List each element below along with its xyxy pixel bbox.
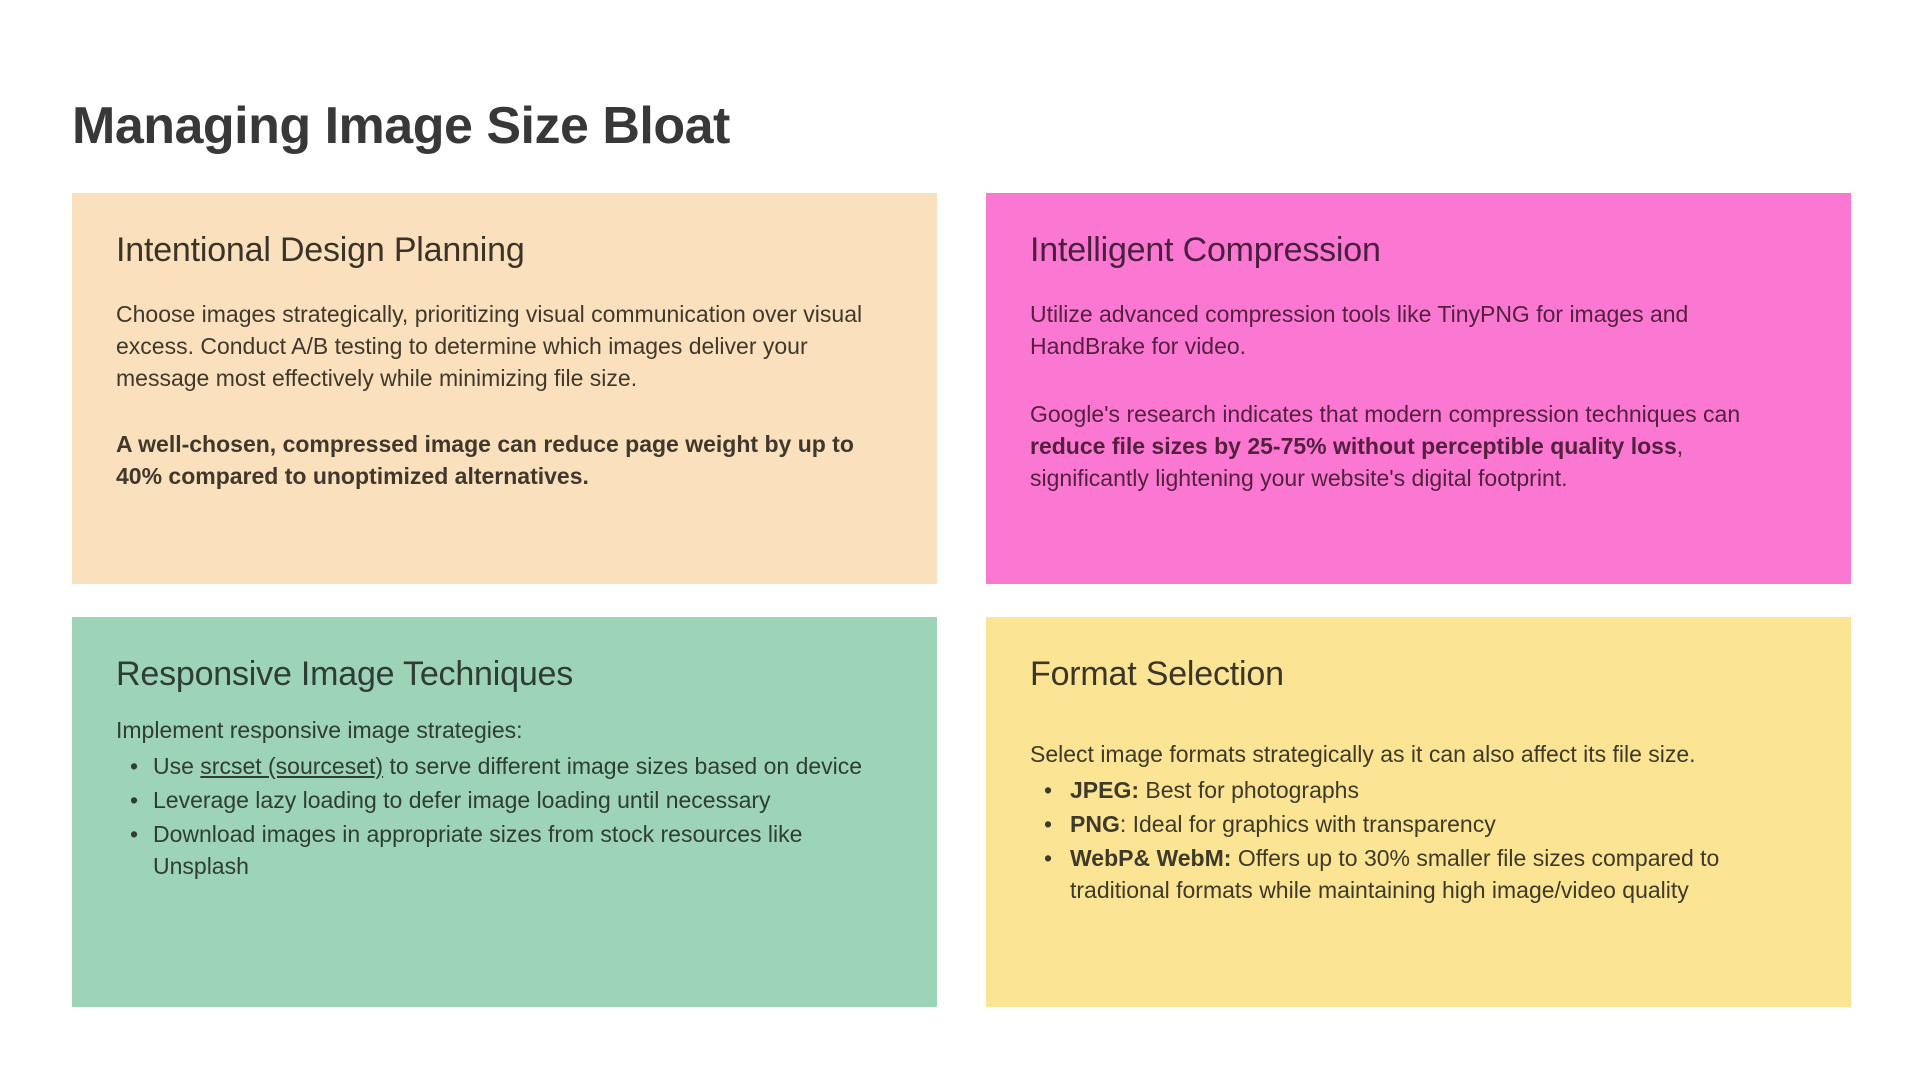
format-text-jpeg: Best for photographs [1139, 776, 1359, 803]
format-intro: Select image formats strategically as it… [1030, 740, 1696, 767]
list-item: Use srcset (sourceset) to serve differen… [130, 750, 893, 782]
bullet-tail-text: to serve different image sizes based on … [383, 752, 863, 779]
bullet-lead-text: Use [153, 752, 201, 779]
card-body-responsive-image-techniques: Implement responsive image strategies: U… [116, 714, 893, 883]
paragraph-compression-research: Google's research indicates that modern … [1030, 398, 1807, 495]
format-text-png: : Ideal for graphics with transparency [1119, 810, 1496, 837]
paragraph-design-planning: Choose images strategically, prioritizin… [116, 300, 863, 391]
card-intelligent-compression: Intelligent Compression Utilize advanced… [986, 193, 1851, 584]
list-item: PNG: Ideal for graphics with transparenc… [1044, 808, 1807, 840]
paragraph-design-planning-highlight: A well-chosen, compressed image can redu… [116, 431, 854, 490]
responsive-intro: Implement responsive image strategies: [116, 716, 523, 743]
card-body-intelligent-compression: Utilize advanced compression tools like … [1030, 298, 1807, 495]
format-label-png: PNG [1070, 810, 1120, 837]
card-responsive-image-techniques: Responsive Image Techniques Implement re… [72, 617, 937, 1007]
format-label-webp-webm: WebP& WebM: [1070, 845, 1232, 872]
card-body-format-selection: Select image formats strategically as it… [1030, 738, 1807, 907]
card-body-intentional-design-planning: Choose images strategically, prioritizin… [116, 298, 893, 493]
card-title-intentional-design-planning: Intentional Design Planning [116, 231, 525, 269]
list-item: Leverage lazy loading to defer image loa… [130, 784, 893, 816]
srcset-link[interactable]: srcset (sourceset) [200, 752, 384, 779]
compression-research-bold: reduce file sizes by 25-75% without perc… [1030, 433, 1677, 460]
card-title-format-selection: Format Selection [1030, 655, 1284, 693]
responsive-bullet-list: Use srcset (sourceset) to serve differen… [116, 750, 893, 883]
compression-research-tail: , significantly lightening your website'… [1030, 433, 1684, 492]
format-bullet-list: JPEG: Best for photographs PNG: Ideal fo… [1030, 774, 1807, 907]
format-text-webp-webm: Offers up to 30% smaller file sizes comp… [1070, 845, 1720, 904]
card-format-selection: Format Selection Select image formats st… [986, 617, 1851, 1007]
card-intentional-design-planning: Intentional Design Planning Choose image… [72, 193, 937, 584]
card-title-intelligent-compression: Intelligent Compression [1030, 231, 1381, 269]
list-item: Download images in appropriate sizes fro… [130, 818, 893, 882]
compression-research-lead: Google's research indicates that modern … [1030, 400, 1741, 427]
list-item: WebP& WebM: Offers up to 30% smaller fil… [1044, 842, 1807, 906]
card-grid: Intentional Design Planning Choose image… [72, 193, 1851, 1007]
format-label-jpeg: JPEG: [1070, 776, 1140, 803]
card-title-responsive-image-techniques: Responsive Image Techniques [116, 655, 574, 693]
page-title: Managing Image Size Bloat [72, 96, 730, 155]
paragraph-compression-tools: Utilize advanced compression tools like … [1030, 300, 1689, 359]
list-item: JPEG: Best for photographs [1044, 774, 1807, 806]
